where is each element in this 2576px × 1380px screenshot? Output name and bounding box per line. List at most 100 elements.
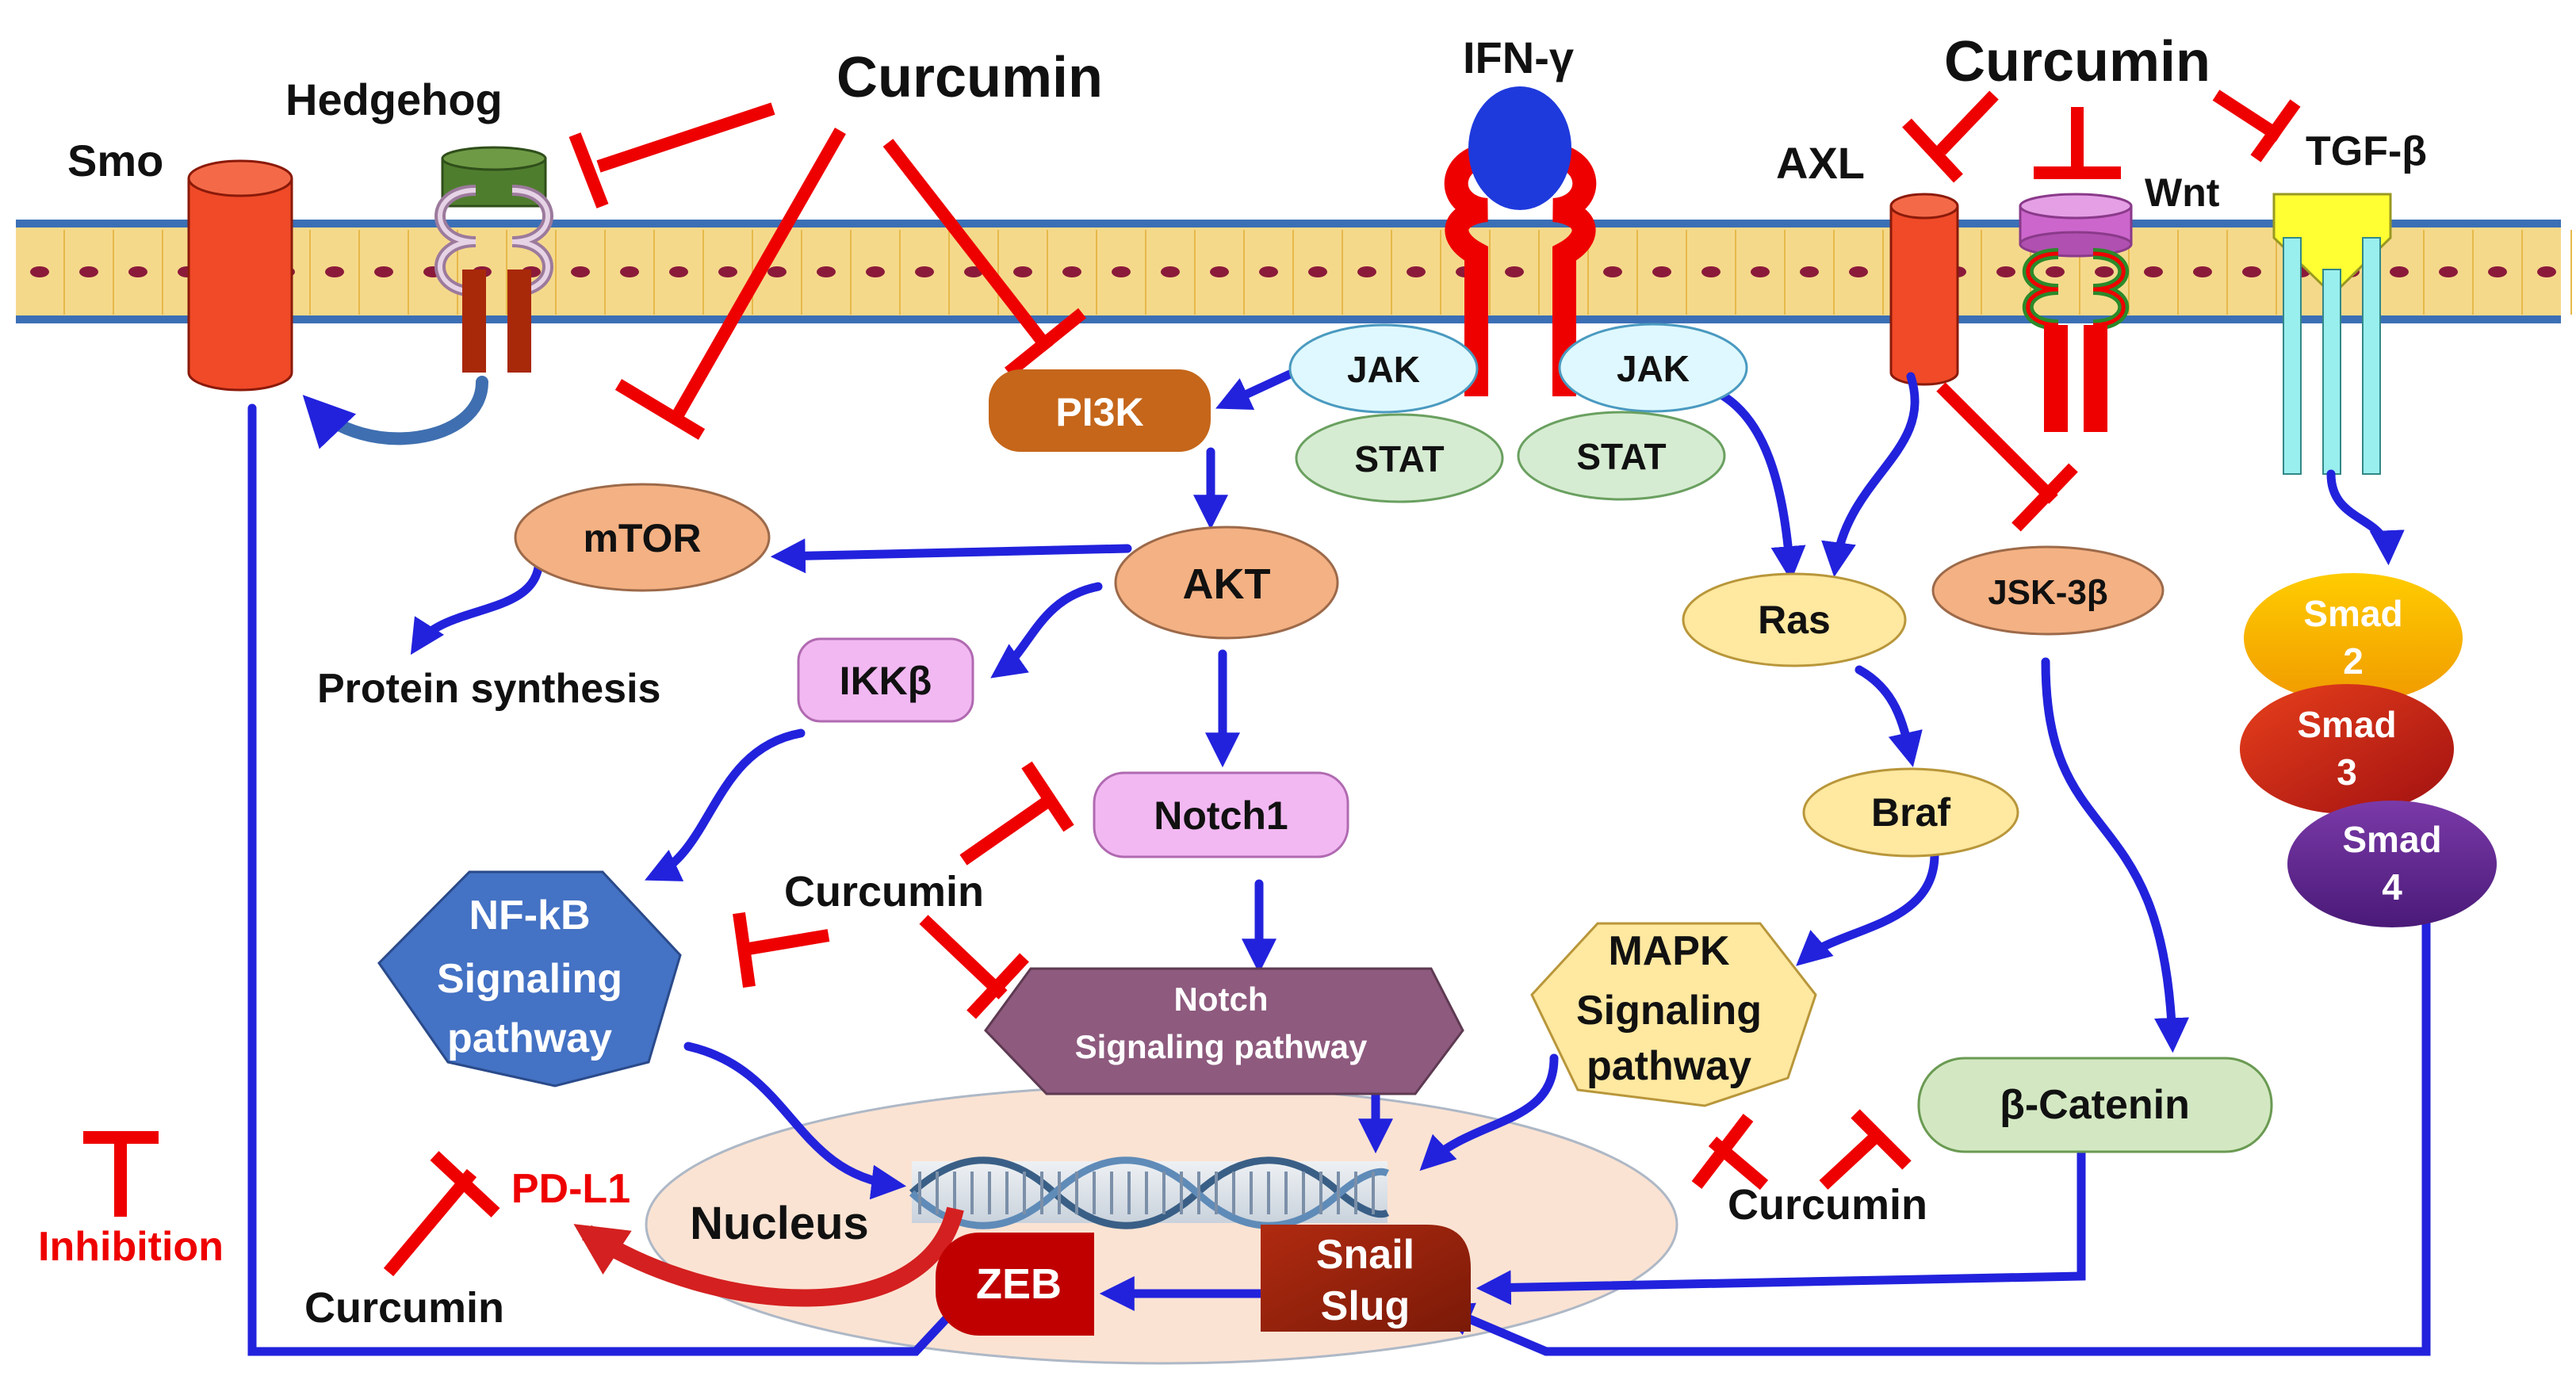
ifn-gamma-receptor [1444,86,1597,396]
braf-label: Braf [1871,790,1950,835]
curcumin-label-center: Curcumin [784,868,984,916]
mapk-label-line1: MAPK [1608,928,1730,974]
smo-label: Smo [67,136,163,185]
braf-node [1802,767,2019,858]
slug-label: Slug [1321,1283,1410,1329]
wnt-label: Wnt [2145,170,2220,215]
membrane-dot [1062,266,1081,277]
membrane-dot [1800,266,1819,277]
jsk3b-node [1931,545,2165,636]
dna-icon [909,1156,1390,1229]
membrane-dot [571,266,590,277]
mtor-label: mTOR [583,516,701,560]
snail-label: Snail [1316,1232,1414,1278]
smad4-label-top: Smad [2342,819,2441,860]
tgf-beta-receptor [2272,193,2392,475]
jak-right-node [1558,323,1748,413]
ikkb-label: IKKβ [840,659,932,703]
mapk-pathway-node [1530,922,1817,1107]
curcumin-label-bottom-right: Curcumin [1728,1181,1927,1229]
nucleus-label: Nucleus [690,1198,869,1249]
akt-label: AKT [1183,560,1271,608]
membrane-dot [2537,266,2556,277]
notch-pathway-label-line2: Signaling pathway [1075,1028,1368,1065]
membrane-dot [2193,266,2212,277]
mtor-node [514,483,771,592]
inhibition-legend-label: Inhibition [38,1224,224,1270]
membrane-dot [374,266,393,277]
ifn-gamma-ligand [1468,86,1571,210]
smad4-node [2287,801,2497,927]
membrane-dot [1652,266,1671,277]
tgf-beta-label: TGF-β [2306,128,2427,174]
mapk-label-line3: pathway [1587,1043,1751,1089]
jak-left-node [1288,323,1479,414]
membrane-dot [1357,266,1376,277]
membrane-dot [128,266,147,277]
beta-catenin-label: β-Catenin [2000,1082,2190,1128]
nfkb-label-line1: NF-kB [469,893,590,938]
smad3-node [2240,684,2454,814]
jak-left-label: JAK [1347,349,1420,390]
membrane-dot [1407,266,1426,277]
membrane-dot [1505,266,1524,277]
membrane-dot [30,266,49,277]
hedgehog-label: Hedgehog [285,75,503,124]
stat-right-label: STAT [1576,436,1666,477]
membrane-dot [2390,266,2409,277]
membrane-dot [1259,266,1278,277]
membrane-dot [2095,266,2114,277]
membrane-dot [2144,266,2163,277]
membrane-dot [1112,266,1131,277]
membrane-dot [2046,266,2065,277]
nfkb-pathway-node [377,870,682,1088]
jak-right-label: JAK [1617,348,1690,389]
membrane-dot [767,266,787,277]
membrane-dot [1308,266,1327,277]
snail-slug-node [1261,1225,1471,1332]
inhibition-marks [83,90,2301,1277]
axl-receptor [1889,193,1959,386]
membrane-dot [915,266,934,277]
zeb-label: ZEB [976,1260,1062,1308]
protein-synthesis-label: Protein synthesis [317,666,660,712]
nfkb-label-line2: Signaling [437,956,622,1002]
pd-l1-label: PD-L1 [511,1166,630,1212]
membrane-dot [718,266,737,277]
membrane-dot [1751,266,1770,277]
cell-membrane [16,220,2572,323]
hedgehog-receptor [434,146,553,373]
membrane-dot [1603,266,1622,277]
ras-node [1682,572,1907,667]
axl-label: AXL [1776,138,1865,188]
ifn-gamma-label: IFN-γ [1463,32,1574,82]
membrane-dot [325,266,344,277]
smad2-node [2244,573,2463,703]
membrane-dot [2242,266,2261,277]
membrane-dot [1161,266,1180,277]
curcumin-label-top-left: Curcumin [836,46,1103,109]
membrane-dot [866,266,885,277]
stat-left-label: STAT [1354,438,1444,480]
nfkb-label-line3: pathway [447,1015,612,1061]
ikkb-node [797,637,974,723]
membrane-dot [79,266,98,277]
notch1-node [1093,771,1349,858]
membrane-dot [1701,266,1721,277]
membrane-dot [669,266,688,277]
notch1-label: Notch1 [1154,793,1288,838]
membrane-dot [620,266,639,277]
notch-pathway-node [984,967,1464,1095]
notch-pathway-label-line1: Notch [1174,981,1269,1018]
akt-node [1114,526,1339,640]
stat-right-node [1517,411,1726,501]
membrane-dot [1849,266,1868,277]
membrane-dot [2439,266,2458,277]
mapk-label-line2: Signaling [1576,988,1762,1034]
membrane-dot [1210,266,1229,277]
curcumin-label-bottom-left: Curcumin [304,1284,504,1332]
smad3-label-top: Smad [2297,704,2396,745]
stat-left-node [1295,413,1504,503]
pd-l1-expression-arrow [573,1206,964,1307]
